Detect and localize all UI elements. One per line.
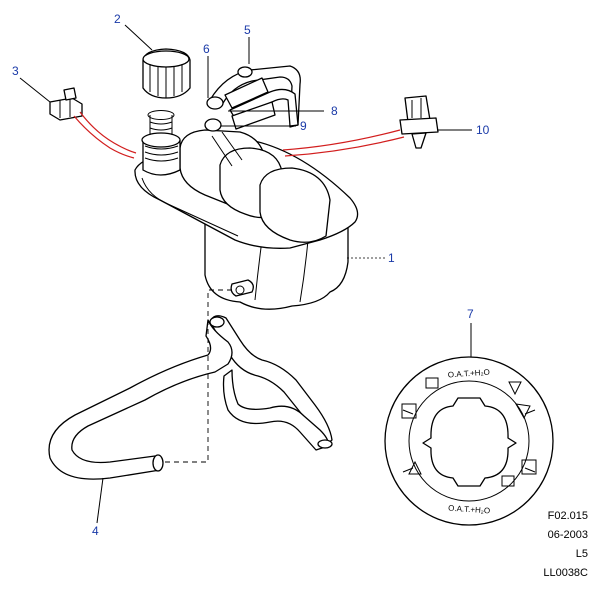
cap-label-bottom-text: O.A.T.+H₂O: [448, 504, 491, 516]
leader-lines: [19, 24, 472, 524]
hose-clip: [49, 87, 83, 121]
callout-10: 10: [476, 123, 490, 137]
callout-6: 6: [203, 42, 210, 56]
level-code: L5: [575, 548, 588, 560]
expansion-tank: [134, 110, 359, 310]
cap-warning-label: O.A.T.+H₂O O.A.T.+H₂O: [384, 356, 554, 526]
revision-date: 06-2003: [547, 529, 588, 541]
figure-code: F02.015: [547, 510, 588, 522]
callout-7: 7: [467, 307, 474, 321]
callout-8: 8: [331, 104, 338, 118]
callout-labels: 1 2 3 4 5 6 7 8 9 10: [12, 12, 490, 538]
pressure-cap: [142, 48, 191, 99]
level-sensor-connector: [399, 95, 439, 149]
drawing-id: LL0038C: [543, 567, 588, 579]
callout-5: 5: [244, 23, 251, 37]
callout-9: 9: [300, 119, 307, 133]
callout-2: 2: [114, 12, 121, 26]
callout-3: 3: [12, 64, 19, 78]
callout-4: 4: [92, 524, 99, 538]
callout-1: 1: [388, 251, 395, 265]
sensor-wiring: [73, 111, 405, 159]
bleed-hoses: [204, 65, 301, 132]
coolant-hose: [48, 315, 333, 480]
connection-guides: [162, 289, 232, 463]
cap-label-top-text: O.A.T.+H₂O: [448, 368, 491, 380]
